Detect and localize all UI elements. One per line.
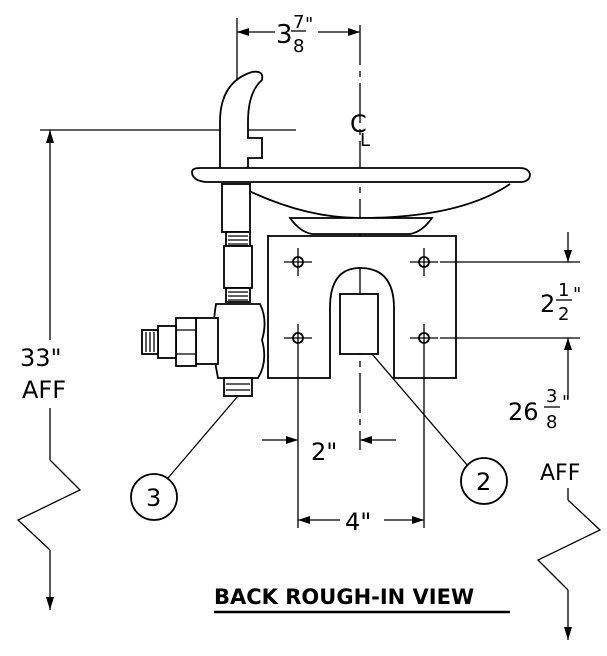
- valve-assembly: [141, 303, 266, 397]
- callout-2: 2: [371, 353, 508, 505]
- dimension-top-width: 3 7 8 ": [236, 12, 360, 130]
- dim-top-whole: 3: [276, 20, 293, 50]
- mounting-plate: [267, 235, 457, 379]
- centerline-l: L: [360, 130, 370, 151]
- mounting-hole-bottom-right: [410, 324, 438, 352]
- dim-spacing-whole: 2: [540, 290, 555, 318]
- dimension-height-33: 33" AFF: [16, 129, 296, 610]
- centerline-c: C: [350, 110, 367, 138]
- title-text: BACK ROUGH-IN VIEW: [214, 585, 474, 609]
- dim-top-den: 8: [293, 36, 304, 57]
- dim-top-num: 7: [293, 12, 304, 33]
- dimension-offset-2: 2": [262, 352, 425, 528]
- fountain-bowl: [191, 167, 531, 235]
- centerline-symbol: C L: [350, 110, 370, 151]
- mounting-hole-top-right: [410, 248, 438, 276]
- dimension-width-4: 4": [298, 508, 424, 536]
- dim-33-line1: 33": [20, 344, 62, 372]
- dim-26-whole: 26: [508, 398, 539, 426]
- mounting-hole-top-left: [284, 248, 312, 276]
- mounting-hole-bottom-left: [284, 324, 312, 352]
- dimension-height-26: 26 3 8 " AFF: [508, 350, 602, 640]
- callout-3: 3: [130, 395, 239, 521]
- callout-3-label: 3: [146, 484, 161, 512]
- bubbler-spout: [211, 70, 264, 177]
- dim-top-unit: ": [305, 14, 313, 35]
- callout-2-label: 2: [476, 468, 491, 496]
- supply-pipe: [221, 183, 253, 303]
- dim-26-den: 8: [546, 412, 557, 433]
- dim-26-unit: ": [562, 392, 570, 413]
- dim-spacing-unit: ": [573, 284, 581, 305]
- dim-26-line2: AFF: [540, 461, 580, 486]
- drawing-title: BACK ROUGH-IN VIEW: [214, 585, 510, 614]
- dim-spacing-num: 1: [558, 280, 569, 301]
- dim-26-num: 3: [546, 386, 557, 407]
- dimension-hole-spacing: 2 1 2 ": [440, 232, 581, 350]
- dim-spacing-den: 2: [558, 304, 569, 325]
- dim-2-label: 2": [311, 438, 337, 466]
- dim-33-line2: AFF: [22, 376, 66, 404]
- dim-4-label: 4": [345, 508, 371, 536]
